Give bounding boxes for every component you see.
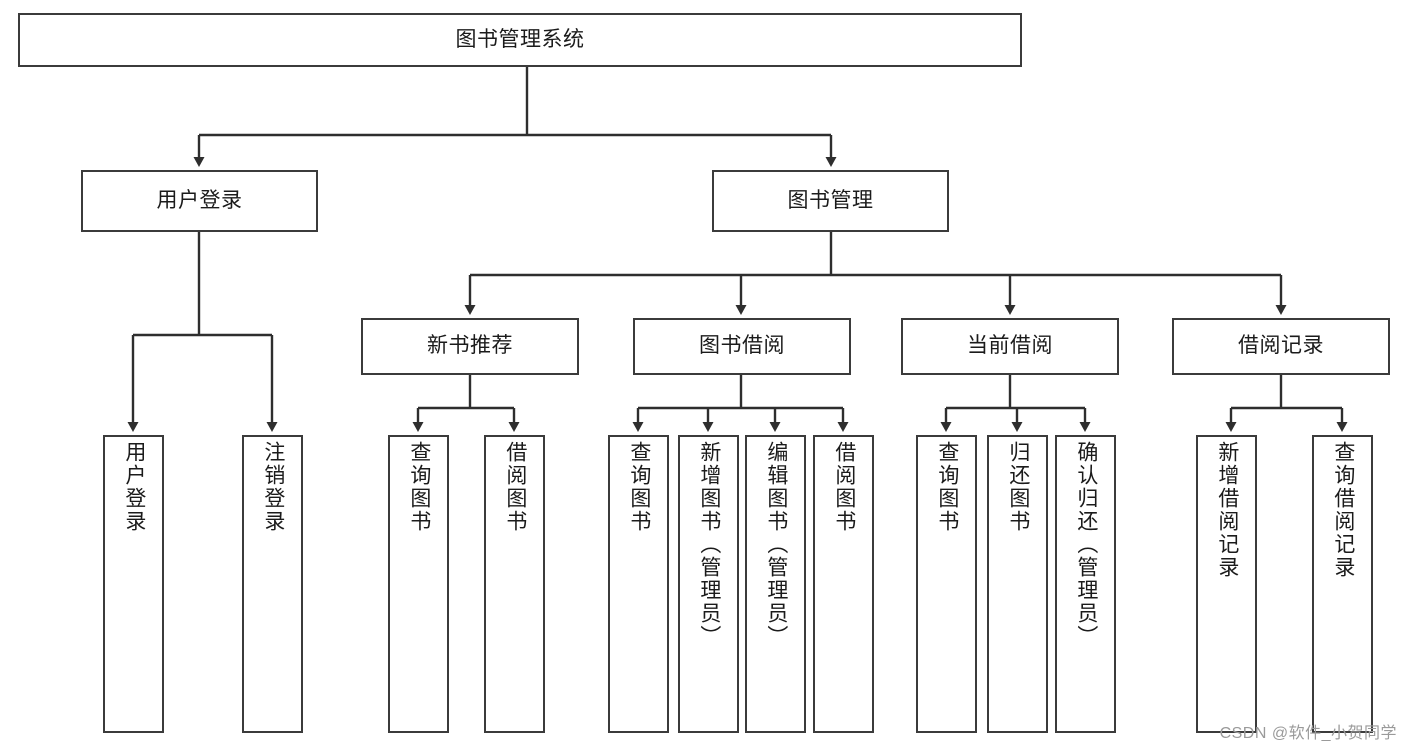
node-current-borrow[interactable]: 当前借阅: [901, 318, 1119, 375]
node-label: 图书管理: [787, 188, 874, 212]
node-label: 当前借阅: [967, 334, 1053, 358]
node-book-management[interactable]: 图书管理: [712, 170, 949, 232]
leaf-book-borrow-query-book[interactable]: 查询图书: [608, 435, 669, 733]
node-borrow-record[interactable]: 借阅记录: [1172, 318, 1390, 375]
node-label: 图书借阅: [699, 334, 785, 358]
leaf-borrow-record-add-record[interactable]: 新增借阅记录: [1196, 435, 1257, 733]
node-label: 查询图书: [627, 441, 651, 533]
leaf-borrow-record-query-record[interactable]: 查询借阅记录: [1312, 435, 1373, 733]
leaf-book-borrow-add-book-admin[interactable]: 新增图书（管理员）: [678, 435, 739, 733]
node-label: 图书管理系统: [455, 27, 585, 51]
node-label: 归还图书: [1006, 441, 1030, 533]
node-label: 借阅图书: [503, 441, 527, 533]
node-label: 借阅记录: [1238, 334, 1324, 358]
leaf-user-login-signout[interactable]: 注销登录: [242, 435, 303, 733]
node-label: 用户登录: [122, 441, 146, 533]
leaf-current-borrow-query-book[interactable]: 查询图书: [916, 435, 977, 733]
node-label: 查询图书: [407, 441, 431, 533]
node-label: 新增借阅记录: [1215, 441, 1239, 579]
csdn-watermark: CSDN @软件_小贺同学: [1219, 725, 1397, 742]
leaf-current-borrow-return-book[interactable]: 归还图书: [987, 435, 1048, 733]
node-book-borrow[interactable]: 图书借阅: [633, 318, 851, 375]
leaf-user-login-signin[interactable]: 用户登录: [103, 435, 164, 733]
node-new-book-recommend[interactable]: 新书推荐: [361, 318, 579, 375]
node-label: 用户登录: [156, 188, 243, 212]
leaf-new-book-query-book[interactable]: 查询图书: [388, 435, 449, 733]
node-label: 编辑图书（管理员）: [764, 441, 788, 648]
node-label: 新书推荐: [427, 334, 513, 358]
leaf-book-borrow-edit-book-admin[interactable]: 编辑图书（管理员）: [745, 435, 806, 733]
node-label: 确认归还（管理员）: [1074, 441, 1098, 648]
node-label: 新增图书（管理员）: [697, 441, 721, 648]
node-label: 查询图书: [935, 441, 959, 533]
node-label: 查询借阅记录: [1331, 441, 1355, 579]
node-label: 借阅图书: [832, 441, 856, 533]
leaf-current-borrow-confirm-return-admin[interactable]: 确认归还（管理员）: [1055, 435, 1116, 733]
leaf-new-book-borrow-book[interactable]: 借阅图书: [484, 435, 545, 733]
node-root-book-management-system[interactable]: 图书管理系统: [18, 13, 1022, 67]
node-user-login[interactable]: 用户登录: [81, 170, 318, 232]
node-label: 注销登录: [261, 441, 285, 533]
leaf-book-borrow-borrow-book[interactable]: 借阅图书: [813, 435, 874, 733]
